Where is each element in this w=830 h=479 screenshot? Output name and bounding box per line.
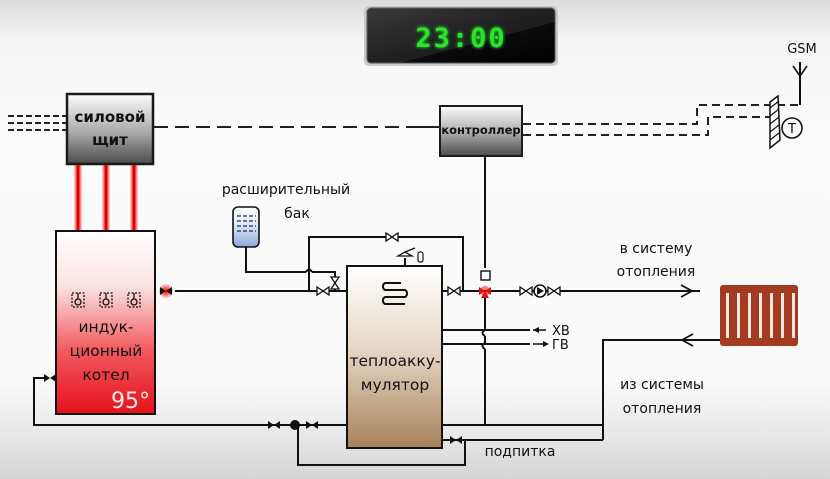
accumulator-label-1: теплоакку- (349, 352, 440, 370)
induction-boiler: индук- ционный котел 95° (55, 230, 156, 415)
valve-icon (447, 285, 461, 297)
heating-supply-label-1: в систему (620, 241, 693, 257)
clock-time: 23:00 (415, 23, 506, 54)
valves (316, 231, 561, 297)
makeup-water-label: подпитка (485, 444, 556, 460)
expansion-tank-label-2: бак (284, 206, 310, 222)
valve-icon (385, 231, 399, 243)
heat-accumulator: теплоакку- мулятор (346, 265, 443, 449)
heat-exchanger-coil-icon (381, 282, 409, 305)
signal-lines-controller-sensors (523, 104, 800, 136)
gsm-label: GSM (787, 42, 817, 57)
boiler-label-2: ционный (70, 342, 143, 360)
boiler-label-1: индук- (78, 318, 133, 336)
expansion-tank-label-1: расширительный (222, 182, 350, 198)
boiler-label-3: котел (82, 366, 129, 384)
cold-water-label: ХВ (552, 324, 570, 339)
controller: контроллер (415, 105, 523, 157)
heating-return-label-1: из системы (620, 377, 704, 393)
safety-valve-icon (395, 251, 415, 257)
gsm-antenna: GSM (787, 42, 817, 105)
wall-hatch (769, 94, 781, 150)
accumulator-label-2: мулятор (361, 376, 429, 394)
controller-label: контроллер (441, 123, 520, 137)
induction-coil-icons (71, 292, 141, 308)
boiler-temperature: 95° (111, 389, 150, 414)
three-way-mixing-valve (479, 270, 491, 298)
boiler-return-valve-icon (44, 374, 56, 382)
power-panel: силовой щит (65, 92, 155, 166)
valve-icon (519, 285, 533, 297)
hot-water-label: ГВ (552, 338, 569, 353)
outdoor-temperature-sensor: T (781, 117, 803, 139)
boiler-outlet-hot-marker (159, 284, 173, 298)
air-vent-icon (417, 251, 424, 263)
power-panel-label-2: щит (92, 131, 128, 149)
expansion-tank: расширительный бак (222, 182, 350, 248)
valve-icon (329, 276, 341, 290)
temp-sensor-label: T (787, 122, 796, 137)
digital-clock: 23:00 (364, 6, 558, 66)
heating-return-label-2: отопления (623, 401, 702, 417)
dhw-connections: ХВ ГВ (533, 324, 570, 353)
heating-supply: в систему отопления (617, 241, 696, 298)
valve-icon (547, 285, 561, 297)
heating-return: из системы отопления (620, 333, 704, 417)
radiator (720, 285, 798, 346)
circulation-pump (533, 284, 547, 298)
power-panel-label-1: силовой (74, 108, 145, 126)
power-input-lines (8, 115, 66, 131)
valve-icon (316, 285, 330, 297)
heating-supply-label-2: отопления (617, 264, 696, 280)
return-line-fittings (268, 420, 462, 444)
